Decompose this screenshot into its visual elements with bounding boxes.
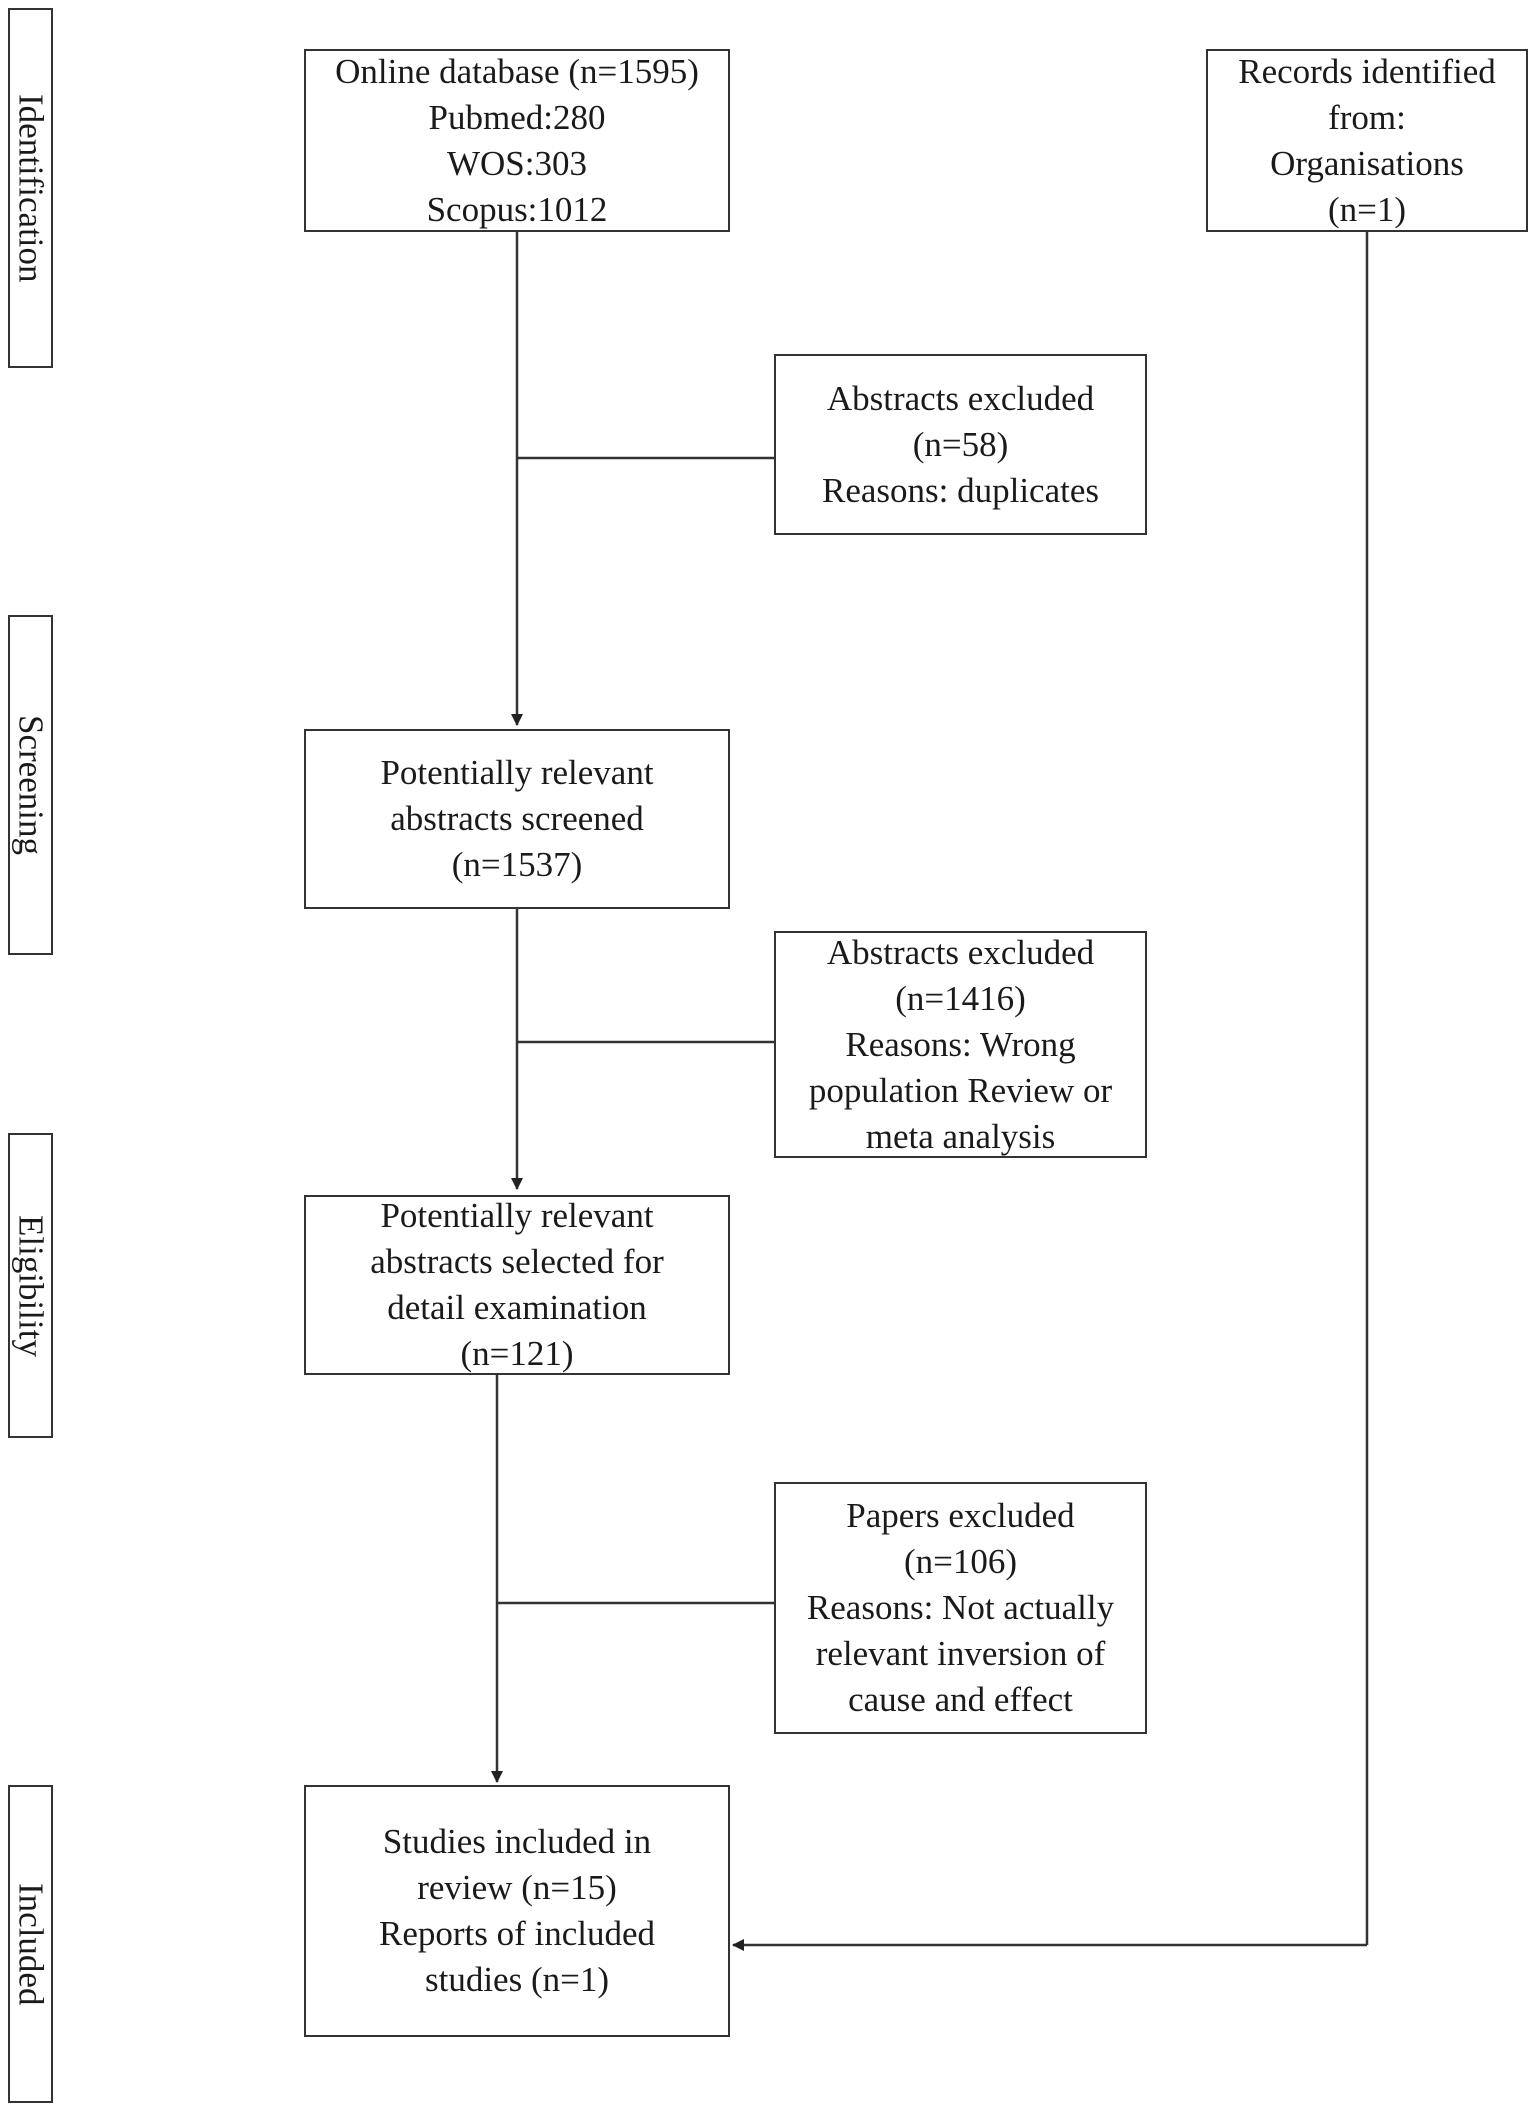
excluded-wrong-population-box: Abstracts excluded (n=1416) Reasons: Wro…: [774, 931, 1147, 1158]
box-line: meta analysis: [865, 1116, 1056, 1156]
phase-eligibility: Eligibility: [8, 1133, 53, 1438]
box-line: Scopus:1012: [426, 189, 608, 229]
box-line: detail examination: [387, 1288, 647, 1327]
box-line: abstracts screened: [390, 799, 644, 838]
phase-identification: Identification: [8, 8, 53, 368]
box-line: cause and effect: [848, 1680, 1073, 1719]
box-line: Reasons: Wrong: [845, 1024, 1076, 1064]
box-line: Abstracts excluded: [826, 378, 1095, 418]
box-line: (n=58): [912, 424, 1009, 464]
box-line: Studies included in: [382, 1822, 652, 1861]
box-line: studies (n=1): [424, 1960, 610, 1999]
phase-included: Included: [8, 1785, 53, 2103]
phase-included-label: Included: [11, 1882, 51, 2006]
box-line: WOS:303: [447, 143, 587, 183]
box-line: (n=1416): [895, 978, 1026, 1018]
box-line: Abstracts excluded: [826, 932, 1095, 972]
box-line: relevant inversion of: [815, 1634, 1106, 1673]
selected-detail-box: Potentially relevant abstracts selected …: [304, 1195, 730, 1375]
box-line: review (n=15): [417, 1868, 617, 1907]
box-line: (n=1): [1327, 189, 1407, 229]
box-line: Potentially relevant: [380, 1196, 654, 1235]
box-line: Pubmed:280: [428, 97, 606, 137]
box-line: (n=106): [903, 1542, 1018, 1581]
phase-screening: Screening: [8, 615, 53, 955]
box-line: Records identified: [1238, 51, 1496, 91]
box-line: Papers excluded: [846, 1496, 1075, 1535]
papers-excluded-box: Papers excluded (n=106) Reasons: Not act…: [774, 1482, 1147, 1734]
box-line: abstracts selected for: [370, 1242, 664, 1281]
box-line: from:: [1328, 97, 1406, 137]
studies-included-box: Studies included in review (n=15) Report…: [304, 1785, 730, 2037]
box-line: (n=1537): [451, 845, 583, 884]
phase-eligibility-label: Eligibility: [11, 1214, 51, 1357]
box-line: Potentially relevant: [380, 753, 654, 792]
records-identified-box: Records identified from: Organisations (…: [1206, 49, 1528, 232]
screened-box: Potentially relevant abstracts screened …: [304, 729, 730, 909]
box-line: Reasons: Not actually: [806, 1588, 1115, 1627]
box-line: Organisations: [1270, 143, 1464, 183]
box-line: (n=121): [460, 1334, 574, 1373]
box-line: population Review or: [808, 1070, 1113, 1110]
box-line: Reasons: duplicates: [821, 470, 1100, 510]
box-line: Online database (n=1595): [335, 51, 699, 91]
online-database-box: Online database (n=1595) Pubmed:280 WOS:…: [304, 49, 730, 232]
phase-identification-label: Identification: [11, 93, 51, 283]
phase-screening-label: Screening: [11, 715, 51, 855]
box-line: Reports of included: [378, 1914, 656, 1953]
excluded-duplicates-box: Abstracts excluded (n=58) Reasons: dupli…: [774, 354, 1147, 535]
